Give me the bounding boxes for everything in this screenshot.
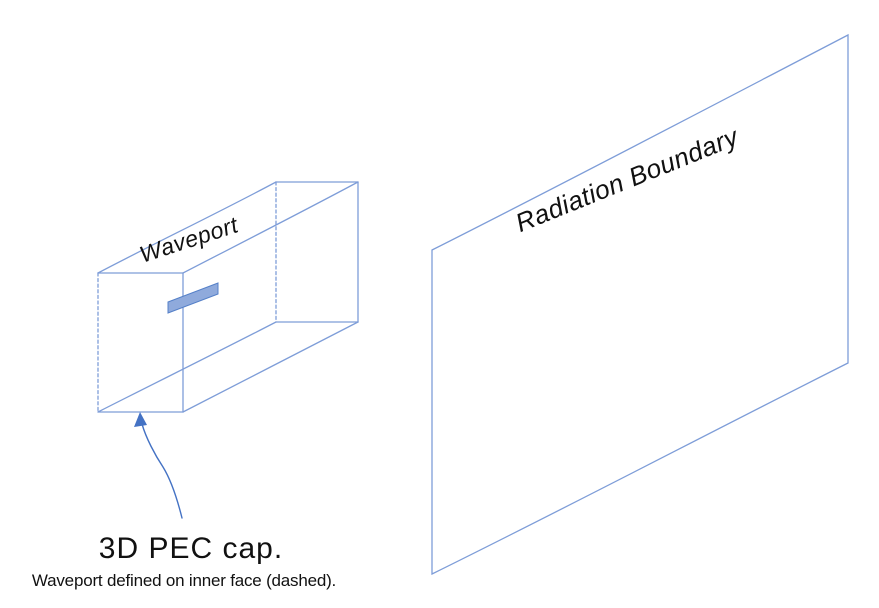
radiation-boundary-outline <box>431 33 849 576</box>
waveguide-box <box>97 181 359 413</box>
top-right-connector-edge <box>182 181 359 274</box>
pec-cap-subtitle: Waveport defined on inner face (dashed). <box>31 571 337 590</box>
top-left-connector-edge <box>97 181 277 274</box>
bottom-right-connector-edge <box>182 321 359 413</box>
pec-cap-title: 3D PEC cap. <box>98 532 284 565</box>
radiation-boundary-plane <box>431 33 849 576</box>
callout-arrow-line <box>141 423 183 519</box>
callout-arrow <box>134 412 183 519</box>
bottom-left-connector-edge <box>97 321 277 413</box>
feed-strip <box>167 282 219 314</box>
callout-arrowhead-icon <box>134 412 147 427</box>
